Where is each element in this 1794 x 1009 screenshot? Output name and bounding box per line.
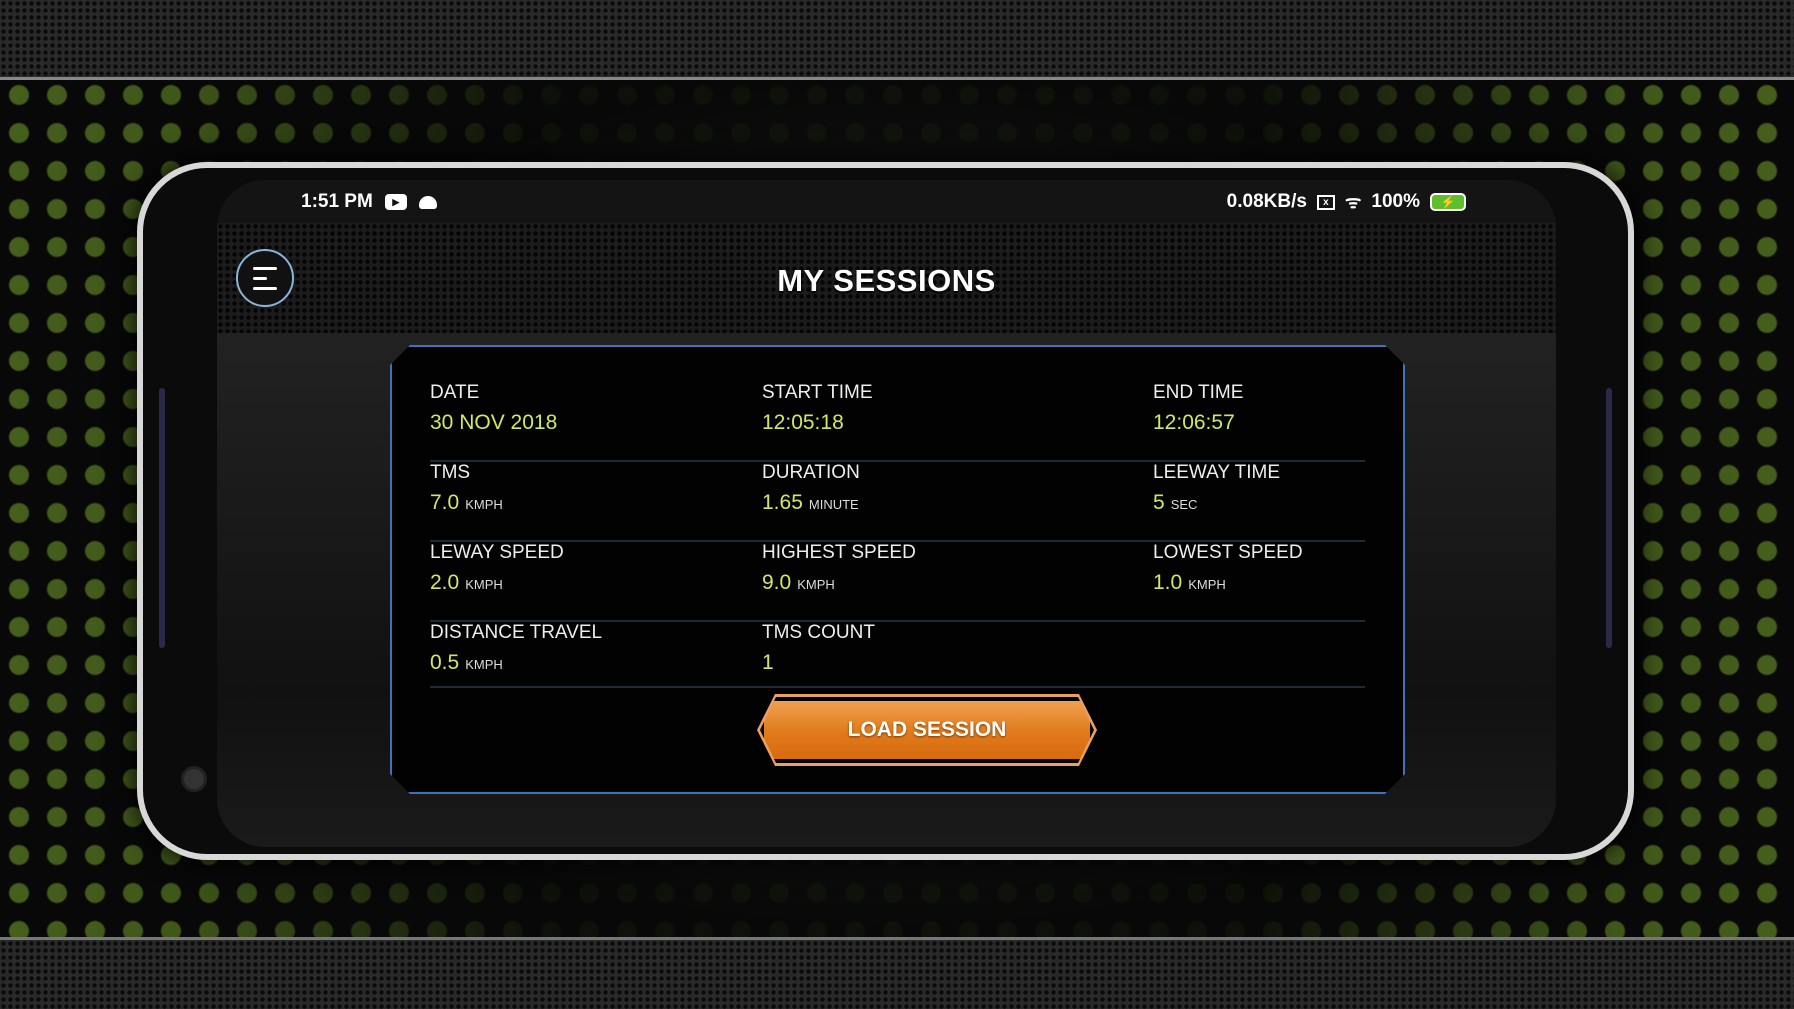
page-title: MY SESSIONS [777,263,996,298]
metal-bar-bottom [0,937,1794,1009]
field-unit: KMPH [797,577,835,592]
field-label: LEWAY SPEED [430,542,564,563]
metal-bar-top [0,0,1794,80]
session-row: DISTANCE TRAVEL 0.5 KMPH TMS COUNT 1 [430,622,1365,688]
session-field: END TIME 12:06:57 [1153,382,1243,435]
field-value: 7.0 [430,491,460,514]
field-value-line: 2.0 KMPH [430,571,564,595]
field-value: 0.5 [430,651,460,674]
session-field: DISTANCE TRAVEL 0.5 KMPH [430,622,602,675]
field-value: 12:05:18 [762,411,844,434]
field-unit: SEC [1170,497,1198,512]
session-field: TMS COUNT 1 [762,622,875,675]
field-value: 1.0 [1153,571,1183,594]
load-session-button[interactable]: LOAD SESSION [757,694,1097,766]
session-row: TMS 7.0 KMPH DURATION 1.65 MINUTE LEEWAY TIME 5… [430,462,1365,542]
field-label: TMS COUNT [762,622,875,643]
field-label: DURATION [762,462,860,483]
field-value: 30 NOV 2018 [430,411,558,434]
field-label: TMS [430,462,471,483]
field-value-line: 0.5 KMPH [430,651,602,675]
field-label: DATE [430,382,480,403]
battery-charging-icon: ⚡ [1430,193,1466,211]
status-bar: 1:51 PM ▶ 0.08KB/s x ᯤ 100% ⚡ [217,180,1556,224]
field-value-line: 30 NOV 2018 [430,411,557,435]
status-time: 1:51 PM [301,191,373,212]
field-unit: KMPH [465,497,503,512]
youtube-icon: ▶ [384,194,407,210]
field-label: LOWEST SPEED [1153,542,1303,563]
no-sim-icon: x [1316,194,1335,210]
load-session-label: LOAD SESSION [760,697,1094,763]
session-field: START TIME 12:05:18 [762,382,873,435]
field-unit: KMPH [465,657,503,672]
field-value-line: 7.0 KMPH [430,491,503,515]
session-field: HIGHEST SPEED 9.0 KMPH [762,542,916,595]
session-details-panel: DISTANCE TRAVEL 0.5 KMPH TMS COUNT 1 LEWAY SP… [390,345,1405,794]
field-unit: KMPH [465,577,503,592]
wifi-icon: ᯤ [1344,192,1362,212]
field-value: 5 [1153,491,1165,514]
field-value: 12:06:57 [1153,411,1235,434]
field-value-line: 5 SEC [1153,491,1280,515]
session-field: LEWAY SPEED 2.0 KMPH [430,542,564,595]
field-value: 2.0 [430,571,460,594]
field-label: DISTANCE TRAVEL [430,622,603,643]
field-value: 1 [762,651,774,674]
network-speed: 0.08KB/s [1226,191,1307,212]
field-label: LEEWAY TIME [1153,462,1281,483]
session-field: LEEWAY TIME 5 SEC [1153,462,1280,515]
field-value-line: 9.0 KMPH [762,571,916,595]
field-value: 1.65 [762,491,803,514]
side-button [1606,388,1612,648]
field-value-line: 1.65 MINUTE [762,491,860,515]
field-unit: MINUTE [808,497,859,512]
battery-percent: 100% [1371,191,1420,212]
field-label: HIGHEST SPEED [762,542,916,563]
field-value-line: 12:05:18 [762,411,873,435]
field-value-line: 1 [762,651,875,675]
session-field: DATE 30 NOV 2018 [430,382,557,435]
session-field: DURATION 1.65 MINUTE [762,462,860,515]
side-button [159,388,165,648]
field-value-line: 12:06:57 [1153,411,1243,435]
field-value-line: 1.0 KMPH [1153,571,1303,595]
session-field: LOWEST SPEED 1.0 KMPH [1153,542,1303,595]
field-label: END TIME [1153,382,1244,403]
session-field: TMS 7.0 KMPH [430,462,503,515]
camera [181,766,207,792]
field-value: 9.0 [762,571,792,594]
field-unit: KMPH [1188,577,1226,592]
android-icon [418,195,437,209]
menu-button[interactable] [236,249,294,307]
header-bar: MY SESSIONS [217,223,1556,333]
field-label: START TIME [762,382,873,403]
session-row: DATE 30 NOV 2018 START TIME 12:05:18 END TIM… [430,382,1365,462]
